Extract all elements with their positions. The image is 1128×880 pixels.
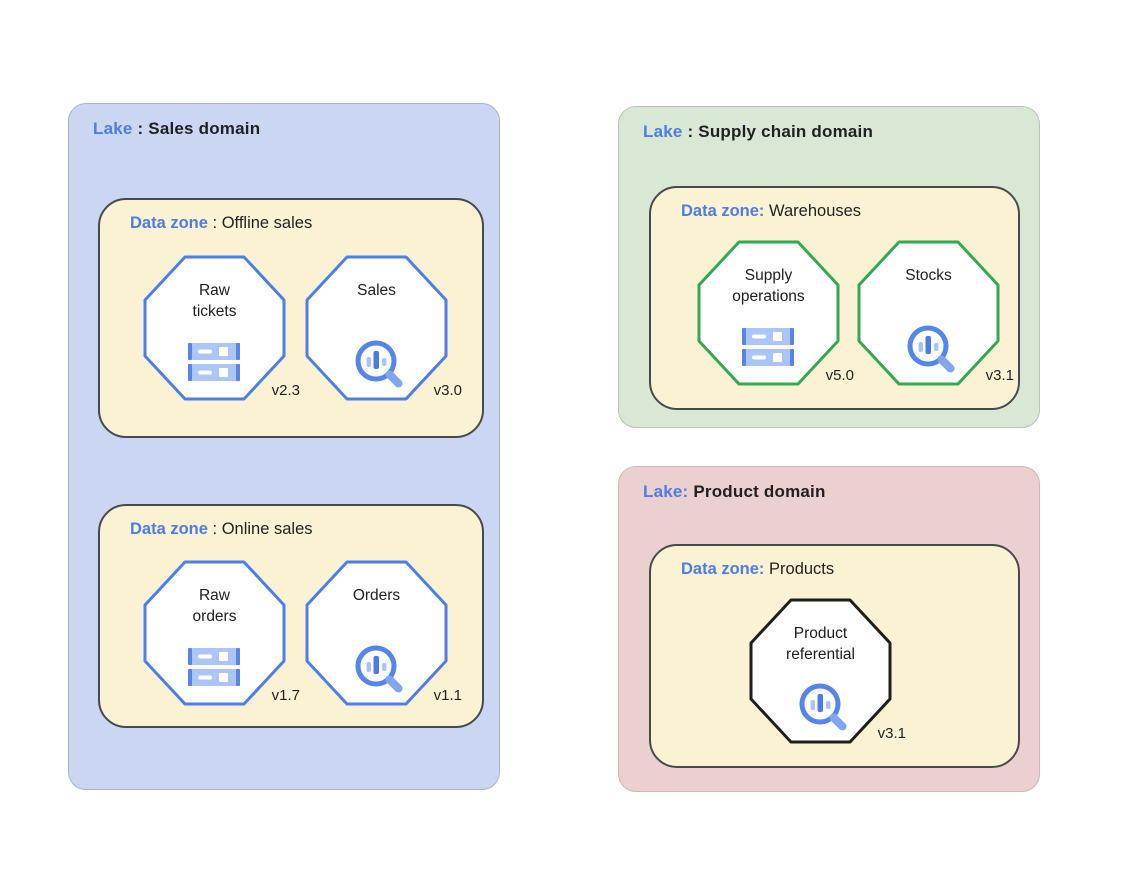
entity-raw-tickets: Raw tickets v2.3 [143,255,300,401]
entity-label: Product referential [786,625,855,663]
zone-keyword: Data zone [130,214,208,232]
lake-title: Lake: Product domain [643,482,826,502]
lake-name: Sales domain [148,119,261,138]
lake-supply-chain-domain: Lake : Supply chain domain Data zone: Wa… [618,106,1040,428]
zone-offline-sales: Data zone : Offline sales Raw tickets v2… [98,198,484,438]
lake-keyword: Lake [643,122,683,141]
entity-version: v1.7 [271,687,300,704]
entity-version: v3.1 [877,725,906,742]
entity-version: v1.1 [433,687,462,704]
zone-title: Data zone: Warehouses [681,202,861,221]
octagon-shape [749,598,892,744]
octagon-shape [697,240,840,386]
zone-separator: : [207,520,222,538]
entity-version: v3.1 [985,367,1014,384]
octagon-shape [143,255,286,401]
octagon-shape [305,255,448,401]
lake-separator: : [682,122,699,141]
search-analytics-icon [902,320,958,381]
entity-stocks: Stocks v3.1 [857,240,1014,386]
entity-product-referential: Product referential v3.1 [749,598,906,744]
entity-raw-orders: Raw orders v1.7 [143,560,300,706]
zone-keyword: Data zone [130,520,208,538]
zone-name: Online sales [221,520,313,538]
zone-keyword: Data zone: [681,560,765,578]
lake-sales-domain: Lake : Sales domain Data zone : Offline … [68,103,500,790]
storage-servers-icon [188,648,240,691]
entity-supply-operations: Supply operations v5.0 [697,240,854,386]
entity-label: Raw orders [192,587,237,625]
zone-name: Warehouses [769,202,862,220]
octagon-shape [857,240,1000,386]
storage-servers-icon [742,328,794,371]
zone-name: Products [769,560,835,578]
entity-label: Raw tickets [192,282,237,320]
lake-title: Lake : Supply chain domain [643,122,873,142]
search-analytics-icon [350,335,406,396]
lake-keyword: Lake [93,119,133,138]
lake-name: Supply chain domain [698,122,874,141]
zone-title: Data zone : Online sales [130,520,313,539]
entity-label: Sales [357,282,396,299]
lake-title: Lake : Sales domain [93,119,260,139]
zone-products: Data zone: Products Product referential … [649,544,1020,768]
zone-online-sales: Data zone : Online sales Raw orders v1.7 [98,504,484,728]
entity-version: v3.0 [433,382,462,399]
zone-keyword: Data zone: [681,202,765,220]
zone-separator: : [207,214,222,232]
lake-product-domain: Lake: Product domain Data zone: Products… [618,466,1040,792]
storage-servers-icon [188,343,240,386]
lake-keyword: Lake: [643,482,689,501]
search-analytics-icon [350,640,406,701]
entity-sales: Sales v3.0 [305,255,462,401]
zone-title: Data zone : Offline sales [130,214,312,233]
entity-label: Orders [352,587,401,604]
zone-name: Offline sales [221,214,313,232]
entity-label: Supply operations [732,267,805,305]
zone-title: Data zone: Products [681,560,834,579]
search-analytics-icon [794,678,850,739]
zone-warehouses: Data zone: Warehouses Supply operations … [649,186,1020,410]
entity-label: Stocks [905,267,952,284]
lake-separator: : [132,119,149,138]
octagon-shape [305,560,448,706]
octagon-shape [143,560,286,706]
entity-orders: Orders v1.1 [305,560,462,706]
entity-version: v2.3 [271,382,300,399]
lake-name: Product domain [693,482,826,501]
entity-version: v5.0 [825,367,854,384]
